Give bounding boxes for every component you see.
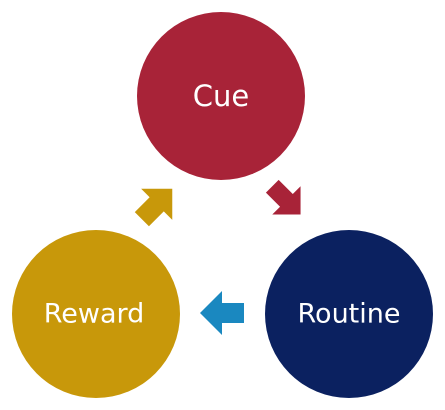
node-cue-circle (137, 12, 305, 180)
node-routine-label: Routine (298, 299, 401, 330)
node-reward-label: Reward (44, 299, 145, 330)
arrow-reward-to-cue-shape (134, 188, 173, 227)
arrow-routine-to-reward (200, 291, 244, 335)
node-reward: Reward (12, 230, 180, 398)
node-cue: Cue (137, 12, 305, 180)
node-routine-circle (265, 230, 433, 398)
arrow-routine-to-reward-shape (200, 291, 244, 335)
arrow-reward-to-cue (134, 188, 173, 227)
node-reward-circle (12, 230, 180, 398)
node-routine: Routine (265, 230, 433, 398)
node-cue-label: Cue (193, 79, 249, 113)
arrow-cue-to-routine-shape (265, 179, 301, 215)
arrow-cue-to-routine (265, 179, 301, 215)
